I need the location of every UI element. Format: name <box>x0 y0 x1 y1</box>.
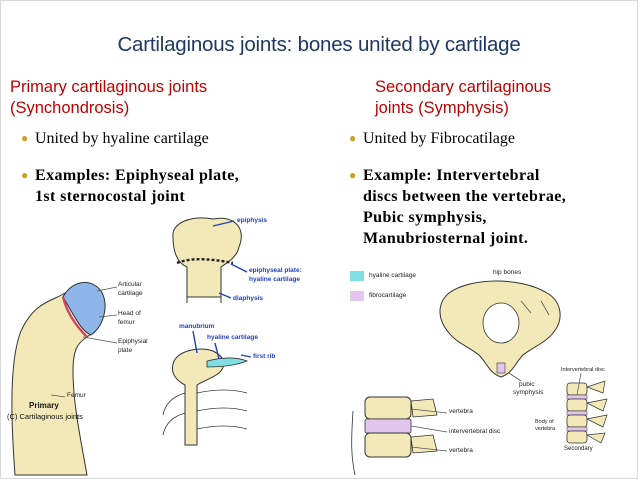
label-first-rib: first rib <box>253 353 276 360</box>
secondary-examples-line1: Example: Intervertebral <box>363 167 540 184</box>
label-vertebra-top: vertebra <box>449 408 473 415</box>
primary-examples-line2: 1st sternocostal joint <box>35 188 186 205</box>
label-plate-line2: plate <box>118 347 133 354</box>
secondary-bullet-text: United by Fibrocatilage <box>363 130 515 147</box>
label-head-line1: Head of <box>118 310 141 317</box>
primary-heading-line2: (Synchondrosis) <box>10 99 130 117</box>
spine-side-illustration <box>566 372 608 444</box>
label-intervertebral-disc-small: Intervertebral disc <box>561 367 605 373</box>
label-plate-line1: Epiphysial <box>118 338 148 345</box>
primary-bullet-examples: ● Examples: Epiphyseal plate, 1st sterno… <box>21 165 240 207</box>
bullet-dot-icon: ● <box>349 168 357 182</box>
legend-hyaline-swatch <box>350 271 364 281</box>
label-articular-line2: cartilage <box>118 290 143 297</box>
label-vertebra-bottom: vertebra <box>449 447 473 454</box>
label-manubrium: manubrium <box>179 323 215 330</box>
bullet-dot-icon: ● <box>21 131 29 145</box>
label-hip-bones: hip bones <box>493 269 522 276</box>
vertebrae-illustration <box>351 396 448 476</box>
primary-bullet-hyaline: ● United by hyaline cartilage <box>21 128 209 149</box>
label-articular-line1: Articular <box>118 281 142 288</box>
label-head-line2: femur <box>118 319 135 326</box>
caption-primary: Primary <box>29 401 59 410</box>
secondary-examples-line3: Pubic symphysis, <box>363 209 487 226</box>
label-intervertebral-disc: intervertebral disc <box>449 428 501 435</box>
label-diaphysis: diaphysis <box>233 295 263 302</box>
primary-bullet-text: United by hyaline cartilage <box>35 130 209 147</box>
primary-examples-line1: Examples: Epiphyseal plate, <box>35 167 240 184</box>
legend-fibro-label: fibrocartilage <box>369 292 407 299</box>
label-pubic-line2: symphysis <box>513 389 544 396</box>
secondary-heading-line1: Secondary cartilaginous <box>375 78 552 96</box>
pelvis-illustration <box>439 280 561 382</box>
secondary-heading-line2: joints (Symphysis) <box>375 99 509 117</box>
secondary-examples-line2: discs between the vertebrae, <box>363 188 567 205</box>
femur-illustration <box>11 282 118 476</box>
secondary-bullet-examples: ● Example: Intervertebral discs between … <box>349 165 567 249</box>
caption-cartilaginous-joints: (C) Cartilaginous joints <box>7 412 83 421</box>
label-hyaline-cartilage: hyaline cartilage <box>207 334 258 341</box>
label-epiphyseal-plate-line1: epiphyseal plate: <box>249 267 302 274</box>
secondary-bullet-fibro: ● United by Fibrocatilage <box>349 128 515 149</box>
bullet-dot-icon: ● <box>21 168 29 182</box>
secondary-examples-line4: Manubriosternal joint. <box>363 230 529 247</box>
label-epiphyseal-plate-line2: hyaline cartilage <box>249 276 300 283</box>
label-body-line2: vertebra <box>535 426 556 432</box>
epiphysis-bone-illustration <box>172 217 248 303</box>
label-epiphysis: epiphysis <box>237 217 267 224</box>
primary-heading-line1: Primary cartilaginous joints <box>10 78 208 96</box>
label-body-line1: Body of <box>535 419 554 425</box>
bullet-dot-icon: ● <box>349 131 357 145</box>
slide-title: Cartilaginous joints: bones united by ca… <box>117 33 521 56</box>
label-secondary: Secondary <box>564 446 593 452</box>
sternum-illustration <box>162 330 252 446</box>
label-pubic-line1: pubic <box>519 381 535 388</box>
label-femur: Femur <box>67 392 86 399</box>
legend-hyaline-label: hyaline cartilage <box>369 272 416 279</box>
legend-fibro-swatch <box>350 291 364 301</box>
